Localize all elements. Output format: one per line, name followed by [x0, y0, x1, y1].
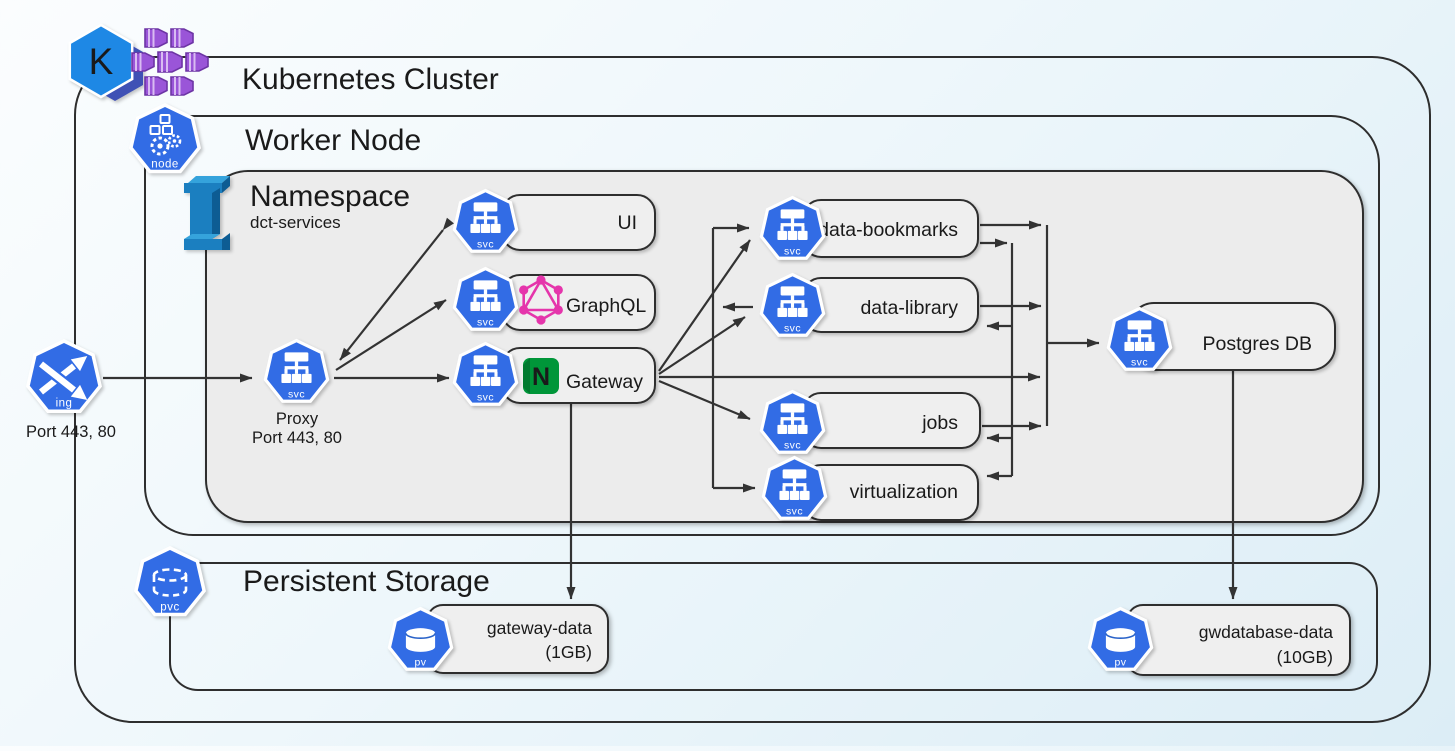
storage-title: Persistent Storage: [243, 565, 490, 598]
gwdatabase-data-name: gwdatabase-data: [1199, 622, 1334, 642]
gateway-data-pv-icon: [387, 606, 454, 671]
jobs-label: jobs: [921, 412, 958, 434]
nginx-logo-letter: N: [532, 363, 550, 391]
edge-proxy-graphql: [335, 299, 447, 371]
worker-node-box: [144, 115, 1380, 536]
ingress-icon: ing: [26, 339, 102, 414]
postgres-label: Postgres DB: [1203, 333, 1312, 355]
gateway-data-name: gateway-data: [487, 618, 592, 638]
kubernetes-logo-icon: K: [68, 23, 143, 101]
node-icon: node: [129, 103, 201, 174]
graphql-label: GraphQL: [566, 295, 646, 317]
worker-title: Worker Node: [245, 124, 421, 157]
data-bookmarks-label: data-bookmarks: [818, 219, 958, 241]
ingress-ports-label: Port 443, 80: [26, 423, 116, 441]
virtualization-svc-icon: [761, 455, 828, 520]
namespace-pillar-icon: [184, 176, 230, 250]
namespace-box: [205, 170, 1364, 523]
nginx-logo-icon: N: [523, 358, 559, 394]
pvc-badge-label: pvc: [160, 602, 179, 614]
gateway-data-box: [426, 604, 609, 674]
edge-proxy-ui: [339, 217, 454, 361]
graphql-svc-icon: [452, 266, 519, 331]
gwdatabase-data-pv-icon: [1087, 606, 1154, 671]
ui-label: UI: [618, 212, 638, 234]
persistent-storage-box: [169, 562, 1378, 691]
cluster-title: Kubernetes Cluster: [242, 63, 499, 96]
gwdatabase-data-size: (10GB): [1277, 647, 1333, 667]
graphql-logo-icon: [519, 275, 563, 325]
virtualization-label: virtualization: [850, 481, 958, 503]
service-boxes: [426, 194, 1351, 676]
kubernetes-logo-letter: K: [89, 41, 114, 82]
ing-badge-label: ing: [56, 398, 73, 410]
pvc-icon: pvc: [134, 546, 206, 617]
proxy-ports-label: Port 443, 80: [252, 429, 342, 447]
gateway-data-size: (1GB): [545, 642, 592, 662]
edge-gateway-jobs: [658, 379, 751, 421]
edge-gateway-bookmarks: [658, 239, 751, 372]
ui-svc-icon: [452, 188, 519, 253]
containers-cluster-icon: [131, 28, 209, 96]
node-badge-label: node: [151, 159, 179, 171]
diagram-edges: [103, 217, 1238, 600]
namespace-title: Namespace: [250, 180, 410, 213]
postgres-svc-icon: [1106, 306, 1173, 371]
gateway-svc-icon: [452, 341, 519, 406]
proxy-svc-icon: [263, 338, 330, 403]
data-library-svc-icon: [759, 272, 826, 337]
data-library-label: data-library: [860, 297, 958, 319]
proxy-name-label: Proxy: [276, 410, 319, 428]
data-bookmarks-svc-icon: [759, 195, 826, 260]
edge-gateway-library: [658, 316, 746, 375]
namespace-name: dct-services: [250, 213, 341, 232]
jobs-svc-icon: [759, 389, 826, 454]
gateway-label: Gateway: [566, 371, 643, 393]
